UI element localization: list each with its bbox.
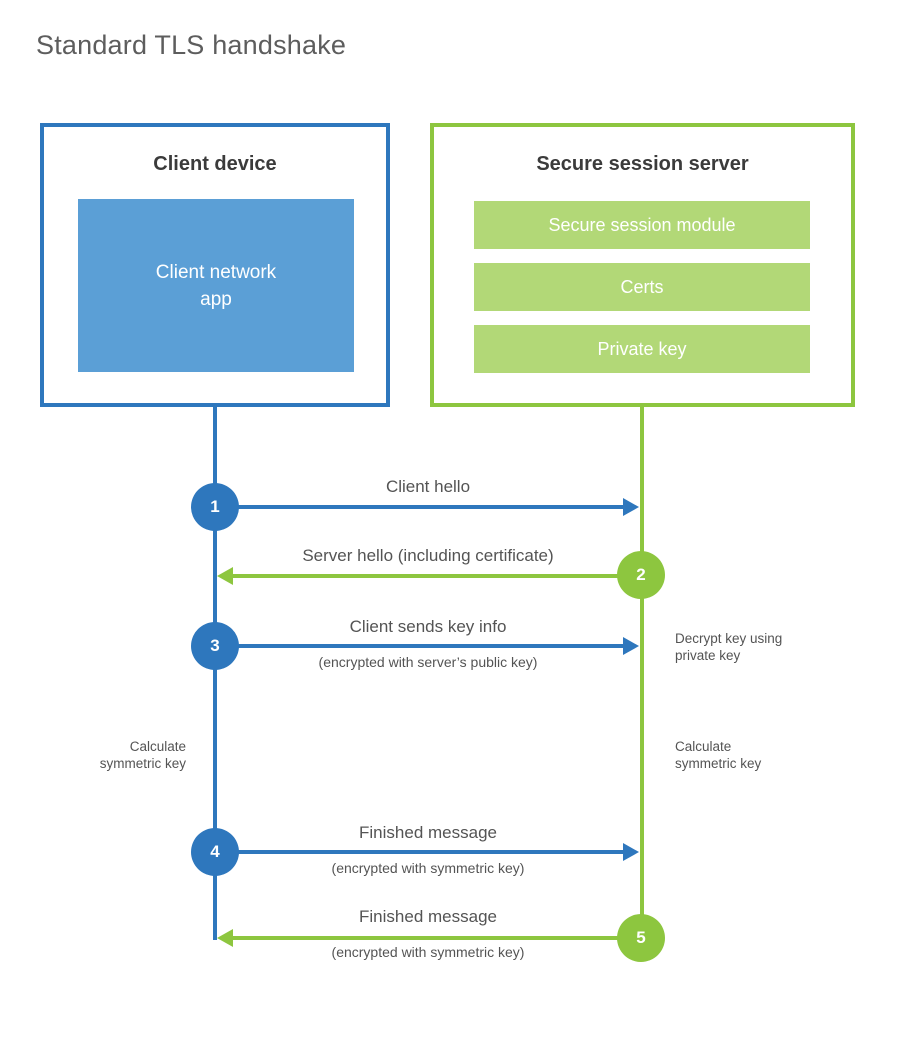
step-1-arrowhead-icon <box>623 498 639 516</box>
note-calc-left-line2: symmetric key <box>99 756 186 771</box>
step-2-badge: 2 <box>617 551 665 599</box>
note-calc-right-line1: Calculate <box>675 739 732 754</box>
client-network-app-box: Client network app <box>78 199 354 372</box>
step-4-badge: 4 <box>191 828 239 876</box>
step-1-arrow <box>230 505 623 509</box>
note-decrypt-line2: private key <box>675 648 741 663</box>
step-2-number: 2 <box>636 565 646 584</box>
step-3-arrow <box>230 644 623 648</box>
step-5-arrowhead-icon <box>217 929 233 947</box>
step-1-badge: 1 <box>191 483 239 531</box>
step-2-label: Server hello (including certificate) <box>302 546 554 565</box>
step-5-arrow <box>233 936 640 940</box>
note-calc-left-line1: Calculate <box>129 739 186 754</box>
step-5-label: Finished message <box>359 907 497 926</box>
diagram-title: Standard TLS handshake <box>36 30 347 60</box>
step-4-sublabel: (encrypted with symmetric key) <box>331 860 525 876</box>
secure-session-server-title: Secure session server <box>536 153 749 175</box>
step-4-label: Finished message <box>359 823 497 842</box>
step-4-arrow <box>230 850 623 854</box>
step-3-badge: 3 <box>191 622 239 670</box>
note-calc-right-line2: symmetric key <box>675 756 762 771</box>
note-decrypt-line1: Decrypt key using <box>675 631 783 646</box>
server-module-private-key: Private key <box>474 325 810 373</box>
step-5-sublabel: (encrypted with symmetric key) <box>331 944 525 960</box>
step-1-number: 1 <box>210 497 220 516</box>
client-app-label-line1: Client network <box>155 261 277 283</box>
step-2-arrow <box>233 574 640 578</box>
step-3-label: Client sends key info <box>349 617 507 636</box>
client-device-title: Client device <box>153 153 277 175</box>
step-3-arrowhead-icon <box>623 637 639 655</box>
note-decrypt-key: Decrypt key using private key <box>675 630 825 664</box>
client-lifeline <box>213 407 217 940</box>
step-3-sublabel: (encrypted with server’s public key) <box>318 654 538 670</box>
step-1-label: Client hello <box>385 477 471 496</box>
note-calculate-symmetric-key-client: Calculate symmetric key <box>46 738 186 772</box>
server-module-secure-session-module: Secure session module <box>474 201 810 249</box>
step-3-number: 3 <box>210 636 220 655</box>
step-4-arrowhead-icon <box>623 843 639 861</box>
client-app-label-line2: app <box>200 288 232 310</box>
step-4-number: 4 <box>210 842 220 861</box>
step-5-number: 5 <box>636 928 646 947</box>
step-5-badge: 5 <box>617 914 665 962</box>
step-2-arrowhead-icon <box>217 567 233 585</box>
server-lifeline <box>640 407 644 938</box>
note-calculate-symmetric-key-server: Calculate symmetric key <box>675 738 815 772</box>
server-module-certs: Certs <box>474 263 810 311</box>
